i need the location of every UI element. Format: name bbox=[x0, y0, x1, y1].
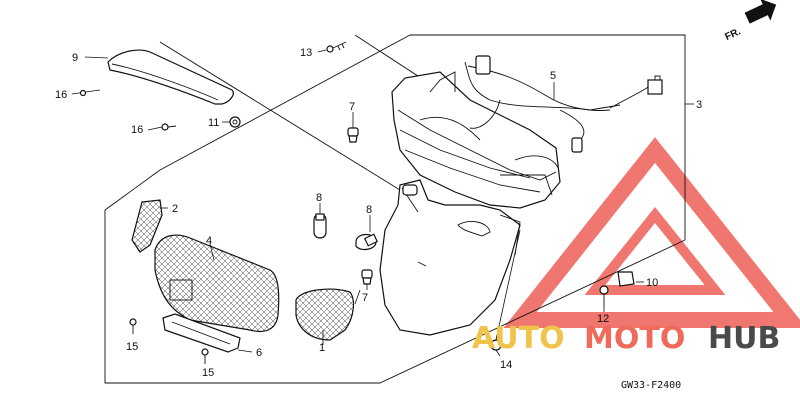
nut-11 bbox=[222, 116, 241, 128]
callout-5: 5 bbox=[550, 70, 556, 82]
tail-lens-part-4 bbox=[154, 234, 280, 333]
bulb-part-8b bbox=[355, 215, 379, 251]
direction-label: FR. bbox=[723, 26, 742, 43]
callout-14: 14 bbox=[500, 359, 512, 371]
grab-rail-part-9 bbox=[71, 49, 234, 105]
bolt-16b bbox=[147, 123, 177, 131]
nut-part-14 bbox=[490, 229, 521, 357]
callout-7a: 7 bbox=[349, 101, 355, 113]
assembly-frame bbox=[104, 34, 686, 384]
watermark-moto: MOTO bbox=[584, 321, 685, 356]
rear-fender-body bbox=[379, 179, 521, 336]
front-direction-arrow-icon bbox=[744, 0, 777, 24]
callout-16b: 16 bbox=[131, 124, 143, 136]
screw-part-12 bbox=[599, 285, 609, 306]
watermark-logo: AUTO MOTO HUB bbox=[472, 321, 780, 356]
callout-4: 4 bbox=[206, 235, 212, 247]
side-lens-part-1 bbox=[295, 288, 355, 345]
side-reflector-part-2 bbox=[131, 199, 168, 253]
bulb-part-8a bbox=[313, 203, 327, 239]
callout-6: 6 bbox=[256, 347, 262, 359]
bulb-part-7a bbox=[347, 112, 359, 143]
watermark-hub: HUB bbox=[708, 321, 780, 356]
callout-10: 10 bbox=[646, 277, 658, 289]
bolt-13 bbox=[317, 41, 347, 53]
callout-16a: 16 bbox=[55, 89, 67, 101]
callout-7b: 7 bbox=[362, 292, 368, 304]
callout-9: 9 bbox=[72, 52, 78, 64]
callout-3: 3 bbox=[696, 99, 702, 111]
screw-15b bbox=[201, 348, 209, 364]
callout-15a: 15 bbox=[126, 341, 138, 353]
callout-1: 1 bbox=[319, 342, 325, 354]
wire-harness-part-5 bbox=[464, 55, 663, 153]
diagram-code: GW33-F2400 bbox=[621, 380, 681, 391]
callout-12: 12 bbox=[597, 313, 609, 325]
callout-8a: 8 bbox=[316, 192, 322, 204]
callout-8b: 8 bbox=[366, 204, 372, 216]
callout-13: 13 bbox=[300, 47, 312, 59]
lens-bracket-part-6 bbox=[162, 313, 253, 353]
watermark-auto: AUTO bbox=[472, 321, 565, 356]
bulb-part-7b bbox=[361, 269, 373, 290]
callout-15b: 15 bbox=[202, 367, 214, 379]
callout-2: 2 bbox=[172, 203, 178, 215]
watermark-triangle bbox=[503, 137, 800, 328]
screw-15a bbox=[129, 318, 137, 334]
callout-11: 11 bbox=[208, 117, 219, 129]
clip-nut-part-10 bbox=[617, 271, 644, 287]
taillight-housing-part-3 bbox=[391, 71, 561, 209]
